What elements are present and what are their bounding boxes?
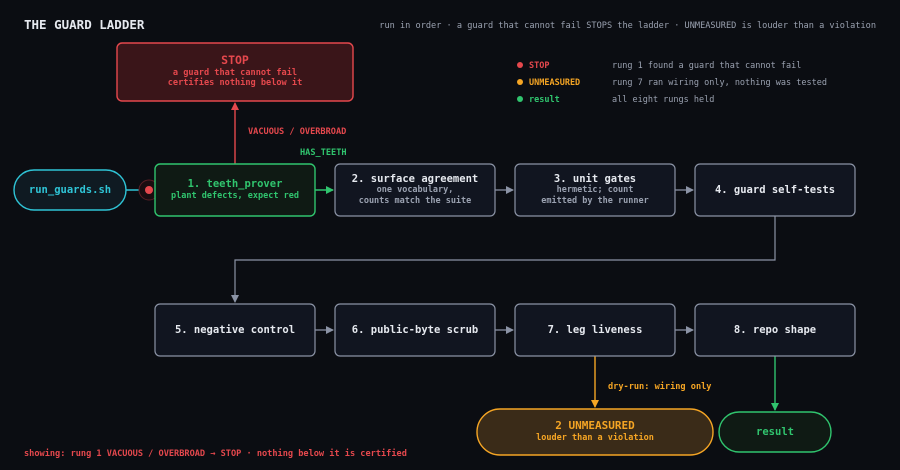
rung-8-title: 8. repo shape xyxy=(734,324,816,336)
rung-6-node: 6. public-byte scrub xyxy=(334,303,496,357)
rung-8-node: 8. repo shape xyxy=(694,303,856,357)
rung-3-title: 3. unit gates xyxy=(554,173,636,185)
rung-4-node: 4. guard self-tests xyxy=(694,163,856,217)
edges xyxy=(126,102,779,411)
result-node: result xyxy=(718,411,832,453)
diagram-subtitle: run in order · a guard that cannot fail … xyxy=(379,21,876,31)
unmeasured-subtitle: louder than a violation xyxy=(536,432,654,443)
edge-label-vacuous: VACUOUS / OVERBROAD xyxy=(248,127,346,137)
legend-label-result: result xyxy=(529,95,560,105)
rung-5-title: 5. negative control xyxy=(175,324,295,336)
unmeasured-node: 2 UNMEASURED louder than a violation xyxy=(476,408,714,456)
legend-dot-result xyxy=(517,96,523,102)
rung-7-title: 7. leg liveness xyxy=(548,324,643,336)
rung-1-node: 1. teeth_prover plant defects, expect re… xyxy=(154,163,316,217)
stop-line-2: certifies nothing below it xyxy=(168,77,303,88)
rung-7-node: 7. leg liveness xyxy=(514,303,676,357)
legend-dot-stop xyxy=(517,62,523,68)
rung-2-subtitle-1: one vocabulary, xyxy=(377,185,454,195)
edge-label-has-teeth: HAS_TEETH xyxy=(300,148,347,158)
legend-desc-result: all eight rungs held xyxy=(612,95,714,105)
rung-3-node: 3. unit gates hermetic; count emitted by… xyxy=(514,163,676,217)
stop-node: STOP a guard that cannot fail certifies … xyxy=(116,42,354,102)
stop-line-1: a guard that cannot fail xyxy=(173,67,297,78)
rung-5-node: 5. negative control xyxy=(154,303,316,357)
diagram-title: THE GUARD LADDER xyxy=(24,17,145,32)
rung-6-title: 6. public-byte scrub xyxy=(352,324,478,336)
stop-title: STOP xyxy=(221,53,249,67)
rung-3-subtitle-1: hermetic; count xyxy=(557,184,634,195)
active-path-marker xyxy=(145,186,153,194)
rung-2-title: 2. surface agreement xyxy=(352,173,478,185)
result-label: result xyxy=(756,426,794,438)
start-label: run_guards.sh xyxy=(29,184,111,196)
legend: STOP rung 1 found a guard that cannot fa… xyxy=(517,61,827,105)
rung-1-subtitle: plant defects, expect red xyxy=(171,191,299,201)
rung-1-title: 1. teeth_prover xyxy=(188,178,283,190)
edge-label-dry-run: dry-run: wiring only xyxy=(608,381,711,392)
start-node: run_guards.sh xyxy=(13,169,127,211)
rung-2-subtitle-2: counts match the suite xyxy=(359,195,472,206)
unmeasured-title: 2 UNMEASURED xyxy=(555,419,635,432)
legend-dot-unmeasured xyxy=(517,79,523,85)
legend-desc-unmeasured: rung 7 ran wiring only, nothing was test… xyxy=(612,78,827,88)
legend-label-unmeasured: UNMEASURED xyxy=(529,78,580,88)
rung-3-subtitle-2: emitted by the runner xyxy=(541,195,648,206)
footer-status: showing: rung 1 VACUOUS / OVERBROAD → ST… xyxy=(24,448,407,459)
legend-desc-stop: rung 1 found a guard that cannot fail xyxy=(612,61,801,71)
rung-2-node: 2. surface agreement one vocabulary, cou… xyxy=(334,163,496,217)
rung-4-title: 4. guard self-tests xyxy=(715,184,835,196)
edge-rung-4-to-rung-5 xyxy=(231,216,776,303)
legend-label-stop: STOP xyxy=(529,61,549,71)
